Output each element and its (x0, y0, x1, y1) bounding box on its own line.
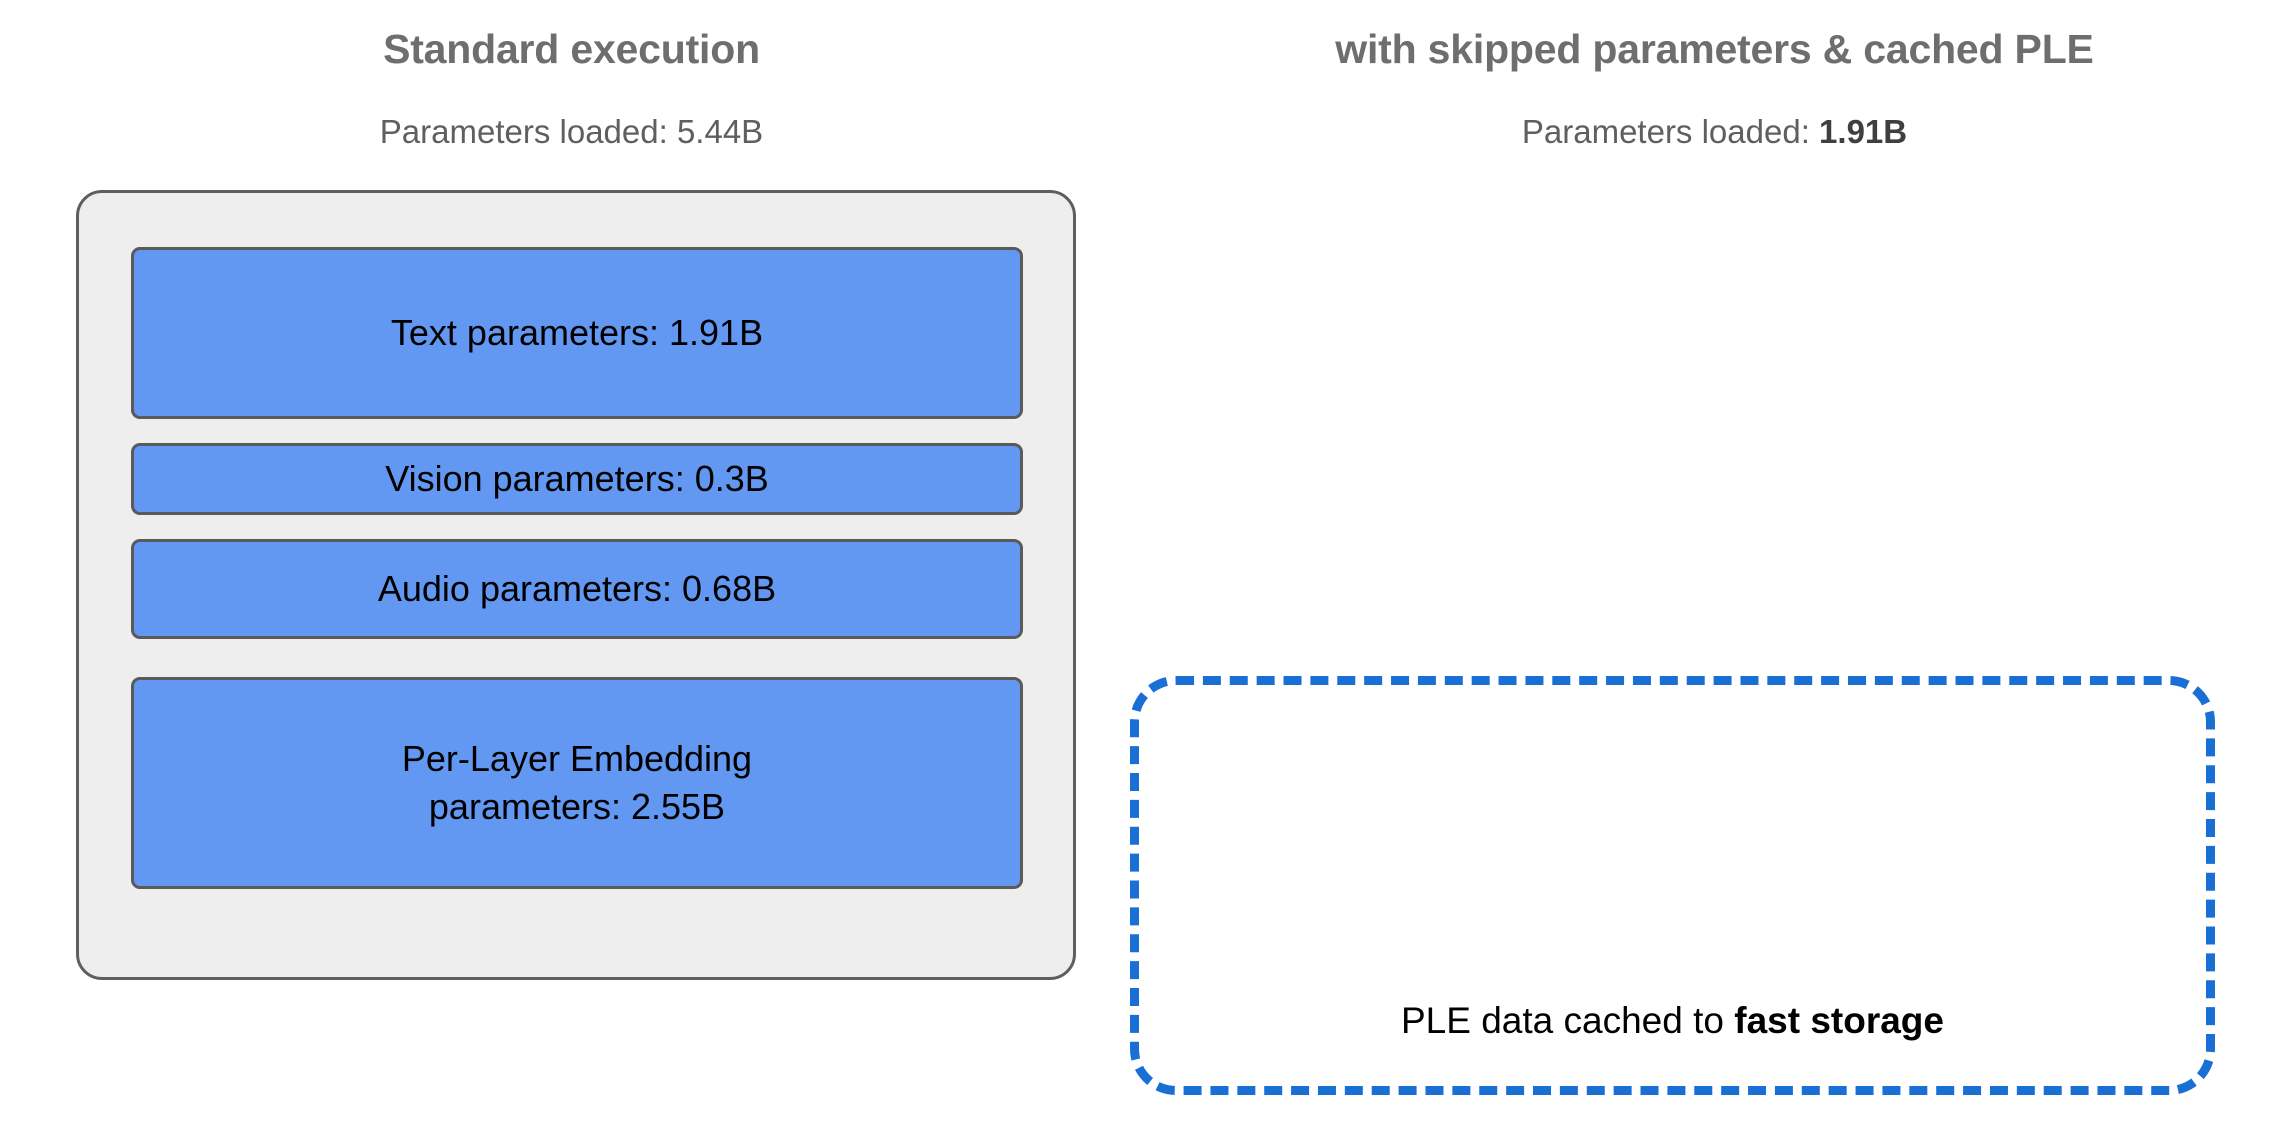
param-box-ple-standard: Per-Layer Embedding parameters: 2.55B (131, 677, 1023, 889)
subtitle-value-optimized: 1.91B (1819, 113, 1908, 150)
column-title-standard: Standard execution (383, 26, 760, 72)
param-box-vision-standard-label: Vision parameters: 0.3B (385, 458, 769, 500)
subtitle-prefix-optimized: Parameters loaded: (1521, 113, 1820, 150)
column-subtitle-standard: Parameters loaded: 5.44B (0, 113, 1143, 151)
param-box-audio-standard: Audio parameters: 0.68B (131, 539, 1023, 639)
param-box-ple-standard-label: Per-Layer Embedding parameters: 2.55B (402, 735, 752, 830)
param-box-vision-standard: Vision parameters: 0.3B (131, 443, 1023, 515)
param-box-text-standard-label: Text parameters: 1.91B (390, 312, 764, 354)
subtitle-value-standard: 5.44B (676, 113, 764, 150)
subtitle-prefix-standard: Parameters loaded: (379, 113, 677, 150)
column-standard-execution: Standard execution Parameters loaded: 5.… (0, 26, 1143, 980)
cached-ple-caption-prefix: PLE data cached to (1401, 1000, 1735, 1041)
column-subtitle-optimized: Parameters loaded: 1.91B (1143, 113, 2286, 151)
cached-ple-caption: PLE data cached to fast storage (1130, 1000, 2215, 1042)
param-box-ple-standard-line1: Per-Layer Embedding (401, 738, 753, 780)
param-box-text-standard: Text parameters: 1.91B (131, 247, 1023, 419)
param-box-ple-standard-line2: parameters: 2.55B (428, 786, 726, 827)
panel-standard-execution: Text parameters: 1.91B Vision parameters… (76, 190, 1076, 980)
column-title-optimized: with skipped parameters & cached PLE (1335, 26, 2094, 72)
param-box-audio-standard-label: Audio parameters: 0.68B (377, 568, 777, 610)
cached-ple-caption-emphasis: fast storage (1734, 1000, 1944, 1041)
column-optimized-execution: with skipped parameters & cached PLE Par… (1143, 0, 2286, 1134)
